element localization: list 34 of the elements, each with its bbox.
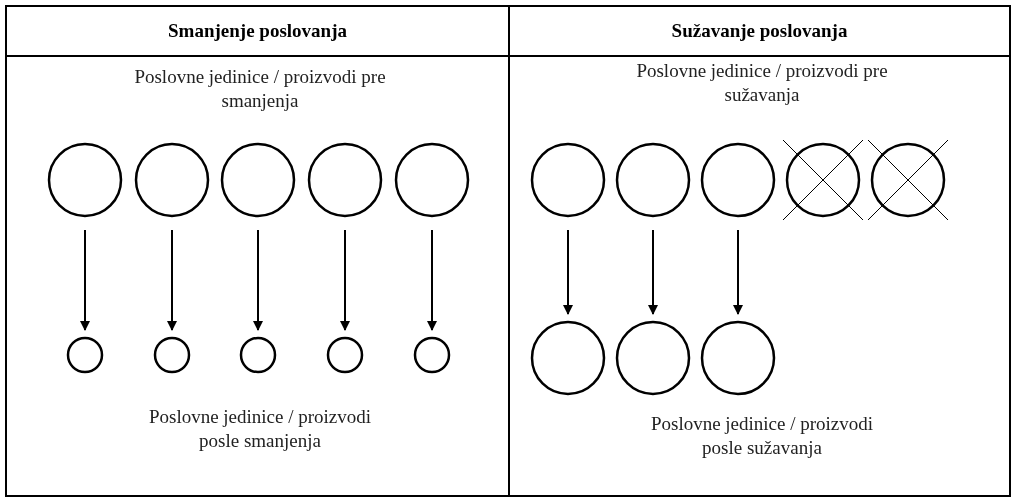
crossed-out-circle [866,138,950,222]
unit-circle [307,142,383,218]
arrow [427,229,437,331]
unit-circle [413,336,451,374]
arrow [253,229,263,331]
unit-circle [700,142,776,218]
after-caption: Poslovne jedinice / proizvodi posle smanjenja [147,405,373,453]
unit-circle [47,142,123,218]
arrow [80,229,90,331]
unit-circle [239,336,277,374]
before-caption: Poslovne jedinice / proizvodi pre sužavanja [635,59,889,107]
unit-circle [615,142,691,218]
unit-circle [394,142,470,218]
column-heading: Sužavanje poslovanja [671,20,848,42]
unit-circle [615,320,691,396]
arrow [563,229,573,315]
unit-circle [153,336,191,374]
unit-circle [326,336,364,374]
arrow [733,229,743,315]
column-heading: Smanjenje poslovanja [168,20,347,42]
unit-circle [220,142,296,218]
unit-circle [700,320,776,396]
table-column [5,5,510,497]
arrow [648,229,658,315]
before-caption: Poslovne jedinice / proizvodi pre smanjenja [133,65,387,113]
unit-circle [530,320,606,396]
unit-circle [66,336,104,374]
arrow [167,229,177,331]
arrow [340,229,350,331]
unit-circle [530,142,606,218]
table-column [508,5,1011,497]
crossed-out-circle [781,138,865,222]
unit-circle [134,142,210,218]
after-caption: Poslovne jedinice / proizvodi posle sužavanja [649,412,875,460]
